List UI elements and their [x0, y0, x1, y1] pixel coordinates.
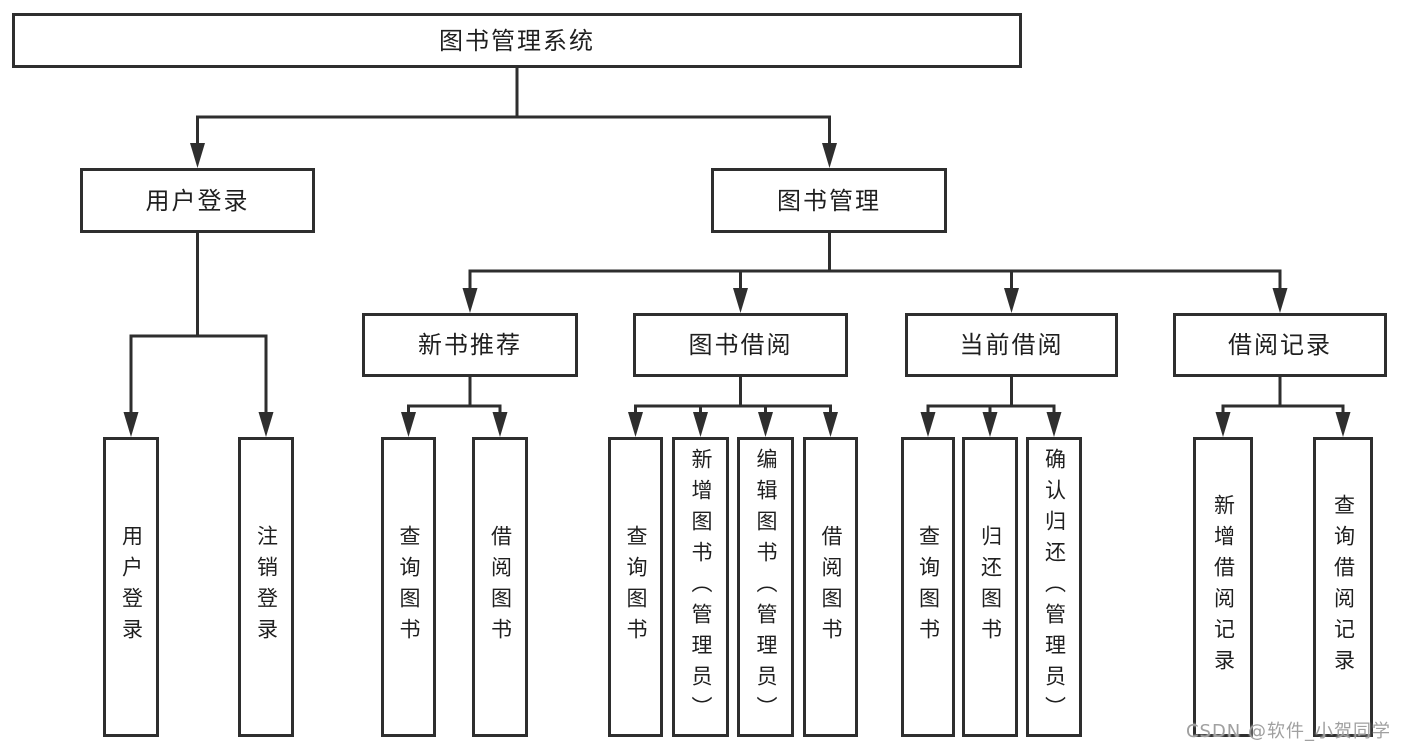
leaf-current-query-books-label: 查询图书: [916, 525, 941, 649]
arrow-down-icon: [1004, 288, 1019, 313]
leaf-user-login: 用户登录: [103, 437, 159, 737]
arrow-down-icon: [733, 288, 748, 313]
node-borrowing-records-label: 借阅记录: [1228, 331, 1332, 359]
leaf-logout-label: 注销登录: [254, 525, 279, 649]
leaf-borrowing-query-books-label: 查询图书: [624, 525, 648, 649]
arrow-down-icon: [1046, 412, 1062, 437]
leaf-query-borrow-record: 查询借阅记录: [1313, 437, 1373, 737]
connector-borrow-records-to-leaves: [1215, 375, 1351, 437]
arrow-down-icon: [822, 143, 837, 168]
node-current-borrowing: 当前借阅: [905, 313, 1118, 377]
watermark-text: CSDN @软件_小贺同学: [1185, 721, 1391, 742]
node-root-label: 图书管理系统: [439, 26, 595, 55]
arrow-down-icon: [258, 412, 274, 437]
leaf-confirm-return-admin: 确认归还（管理员）: [1026, 437, 1082, 737]
arrow-down-icon: [1215, 412, 1231, 437]
arrow-down-icon: [462, 288, 478, 313]
arrow-down-icon: [693, 412, 708, 437]
connector-new-book-rec-to-leaves: [401, 375, 508, 437]
leaf-recommend-borrow-books: 借阅图书: [472, 437, 528, 737]
arrow-down-icon: [190, 143, 205, 168]
node-book-borrowing-label: 图书借阅: [688, 331, 793, 359]
connector-root-to-level2: [190, 64, 837, 168]
arrow-down-icon: [492, 412, 508, 437]
leaf-user-login-label: 用户登录: [119, 525, 144, 649]
arrow-down-icon: [758, 412, 773, 437]
node-root: 图书管理系统: [12, 13, 1022, 68]
leaf-current-query-books: 查询图书: [901, 437, 955, 737]
leaf-return-books-label: 归还图书: [978, 525, 1003, 649]
leaf-recommend-query-books: 查询图书: [381, 437, 436, 737]
arrow-down-icon: [628, 412, 643, 437]
leaf-borrowing-query-books: 查询图书: [608, 437, 663, 737]
connector-user-login-to-leaves: [123, 231, 274, 437]
leaf-return-books: 归还图书: [962, 437, 1018, 737]
leaf-borrowing-borrow-books: 借阅图书: [803, 437, 858, 737]
connector-current-borrow-to-leaves: [920, 375, 1062, 437]
node-book-borrowing: 图书借阅: [633, 313, 848, 377]
node-book-management-label: 图书管理: [777, 186, 881, 215]
leaf-edit-books-admin: 编辑图书（管理员）: [737, 437, 794, 737]
leaf-add-borrow-record: 新增借阅记录: [1193, 437, 1253, 737]
arrow-down-icon: [920, 412, 936, 437]
node-new-book-recommend-label: 新书推荐: [418, 331, 522, 359]
leaf-recommend-query-books-label: 查询图书: [397, 525, 421, 649]
leaf-add-books-admin-label: 新增图书（管理员）: [689, 447, 713, 727]
connector-book-mgmt-to-level3: [462, 231, 1288, 313]
arrow-down-icon: [982, 412, 998, 437]
leaf-add-borrow-record-label: 新增借阅记录: [1211, 494, 1236, 680]
leaf-recommend-borrow-books-label: 借阅图书: [488, 525, 513, 649]
node-user-login: 用户登录: [80, 168, 315, 233]
arrow-down-icon: [123, 412, 139, 437]
arrow-down-icon: [1335, 412, 1351, 437]
leaf-edit-books-admin-label: 编辑图书（管理员）: [754, 447, 778, 727]
leaf-confirm-return-admin-label: 确认归还（管理员）: [1042, 447, 1067, 727]
node-user-login-label: 用户登录: [145, 186, 250, 215]
arrow-down-icon: [401, 412, 416, 437]
arrow-down-icon: [1272, 288, 1288, 313]
leaf-query-borrow-record-label: 查询借阅记录: [1331, 494, 1356, 680]
arrow-down-icon: [823, 412, 838, 437]
leaf-logout: 注销登录: [238, 437, 294, 737]
node-book-management: 图书管理: [711, 168, 947, 233]
leaf-add-books-admin: 新增图书（管理员）: [672, 437, 729, 737]
node-new-book-recommend: 新书推荐: [362, 313, 578, 377]
node-borrowing-records: 借阅记录: [1173, 313, 1387, 377]
node-current-borrowing-label: 当前借阅: [959, 331, 1064, 359]
connector-book-borrow-to-leaves: [628, 375, 838, 437]
leaf-borrowing-borrow-books-label: 借阅图书: [819, 525, 843, 649]
